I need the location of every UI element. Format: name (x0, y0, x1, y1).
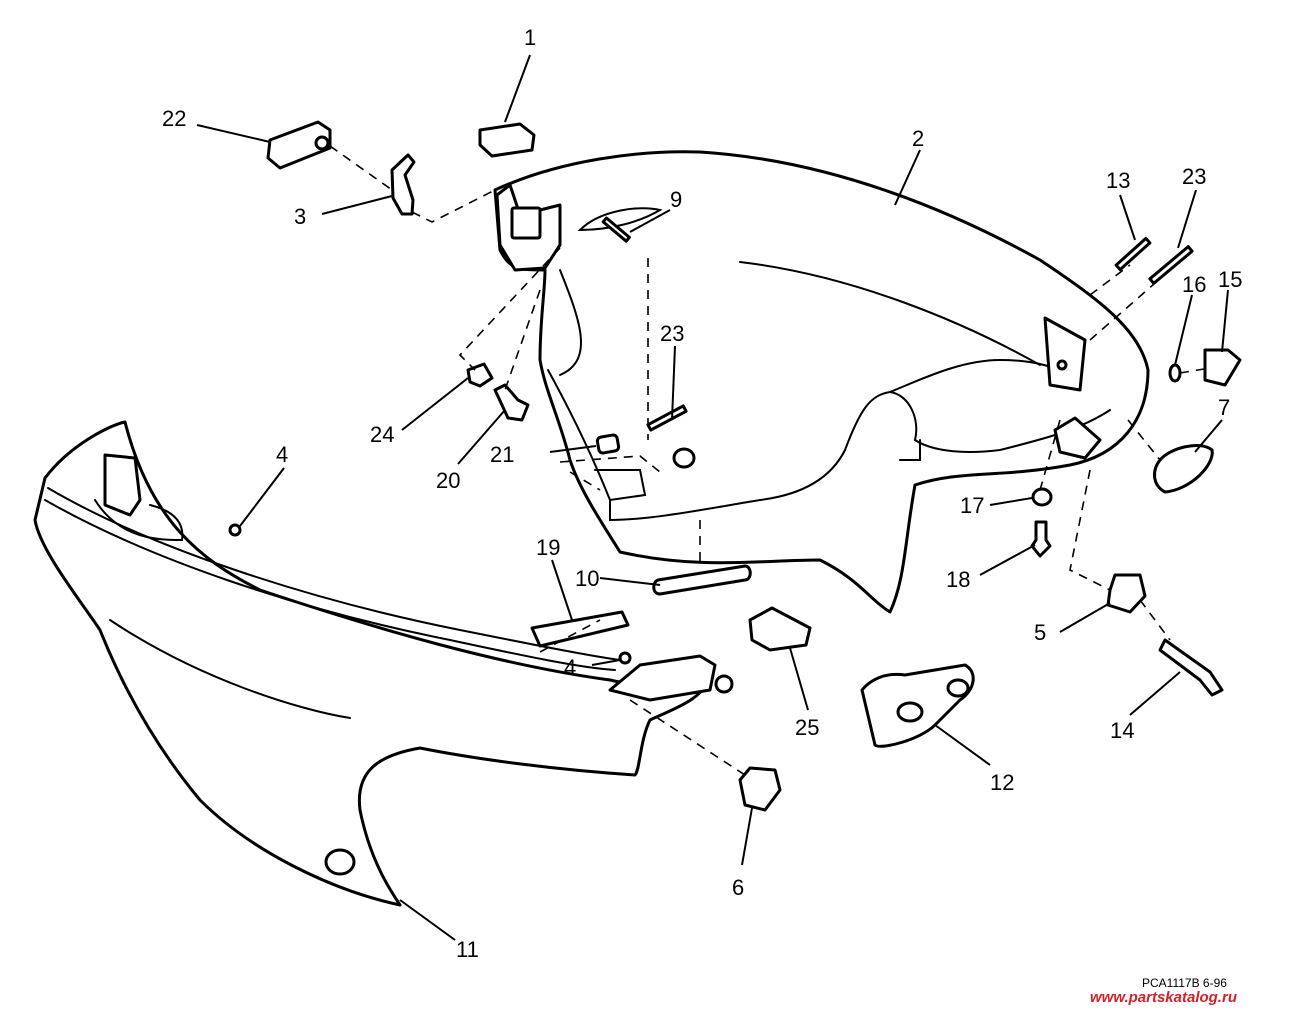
callout-3: 3 (294, 204, 306, 229)
callout-20: 20 (436, 468, 460, 493)
drawing-code: PCA1117B 6-96 (1142, 976, 1227, 990)
part-23-screw-lower (646, 404, 688, 432)
callout-5: 5 (1034, 620, 1046, 645)
part-22-latch-handle (266, 120, 332, 170)
callout-25: 25 (795, 715, 819, 740)
callout-1: 1 (524, 25, 536, 50)
callout-6: 6 (732, 875, 744, 900)
callout-19: 19 (536, 535, 560, 560)
callout-7: 7 (1218, 395, 1230, 420)
part-23-screw-upper (1148, 245, 1194, 285)
callout-10: 10 (575, 566, 599, 591)
watermark: www.partskatalog.ru (1090, 989, 1237, 1006)
callout-23-lower: 23 (660, 321, 684, 346)
callout-4-left: 4 (276, 442, 288, 467)
callout-2: 2 (912, 126, 924, 151)
callout-16: 16 (1182, 272, 1206, 297)
part-1-bracket (478, 122, 536, 158)
part-19-channel (530, 610, 630, 648)
callout-9: 9 (670, 187, 682, 212)
part-20-bolt (493, 383, 530, 422)
callout-21: 21 (490, 442, 514, 467)
part-9-screw (601, 216, 631, 243)
callout-23-upper: 23 (1182, 164, 1206, 189)
part-21-bushing (595, 433, 621, 455)
part-4-nut-left (228, 523, 242, 537)
part-3-hook (390, 153, 416, 216)
part-16-washer (1168, 363, 1182, 383)
upper-motor-cover (493, 150, 1150, 614)
callout-13: 13 (1106, 168, 1130, 193)
part-6-clip (738, 766, 782, 812)
part-4-nut-center (618, 651, 632, 665)
part-10-tube (652, 564, 752, 596)
callout-17: 17 (960, 493, 984, 518)
part-15-bracket (1203, 348, 1242, 387)
callout-22: 22 (162, 106, 186, 131)
part-5-clip (1106, 573, 1147, 614)
part-22-knob (314, 135, 330, 151)
callout-15: 15 (1218, 267, 1242, 292)
callout-11: 11 (456, 937, 479, 962)
part-18-bolt (1030, 520, 1052, 558)
assembly-lines (329, 145, 1211, 776)
leader-lines (196, 54, 1229, 941)
part-17-nut (1031, 487, 1053, 507)
lower-motor-cover (33, 420, 734, 907)
callout-14: 14 (1110, 718, 1134, 743)
callout-24: 24 (370, 422, 394, 447)
part-7-grommet (1153, 444, 1214, 494)
part-13-screw (1114, 236, 1152, 272)
part-14-pin (1158, 638, 1224, 697)
callout-18: 18 (946, 567, 970, 592)
part-25-grommet (748, 606, 812, 652)
callout-12: 12 (990, 770, 1014, 795)
callout-4-center: 4 (564, 655, 576, 680)
part-12-hole-2 (946, 678, 970, 698)
callout-labels: 1 2 3 4 4 5 6 7 9 10 11 12 13 14 15 16 1… (162, 25, 1242, 962)
part-12-hole (896, 701, 924, 723)
